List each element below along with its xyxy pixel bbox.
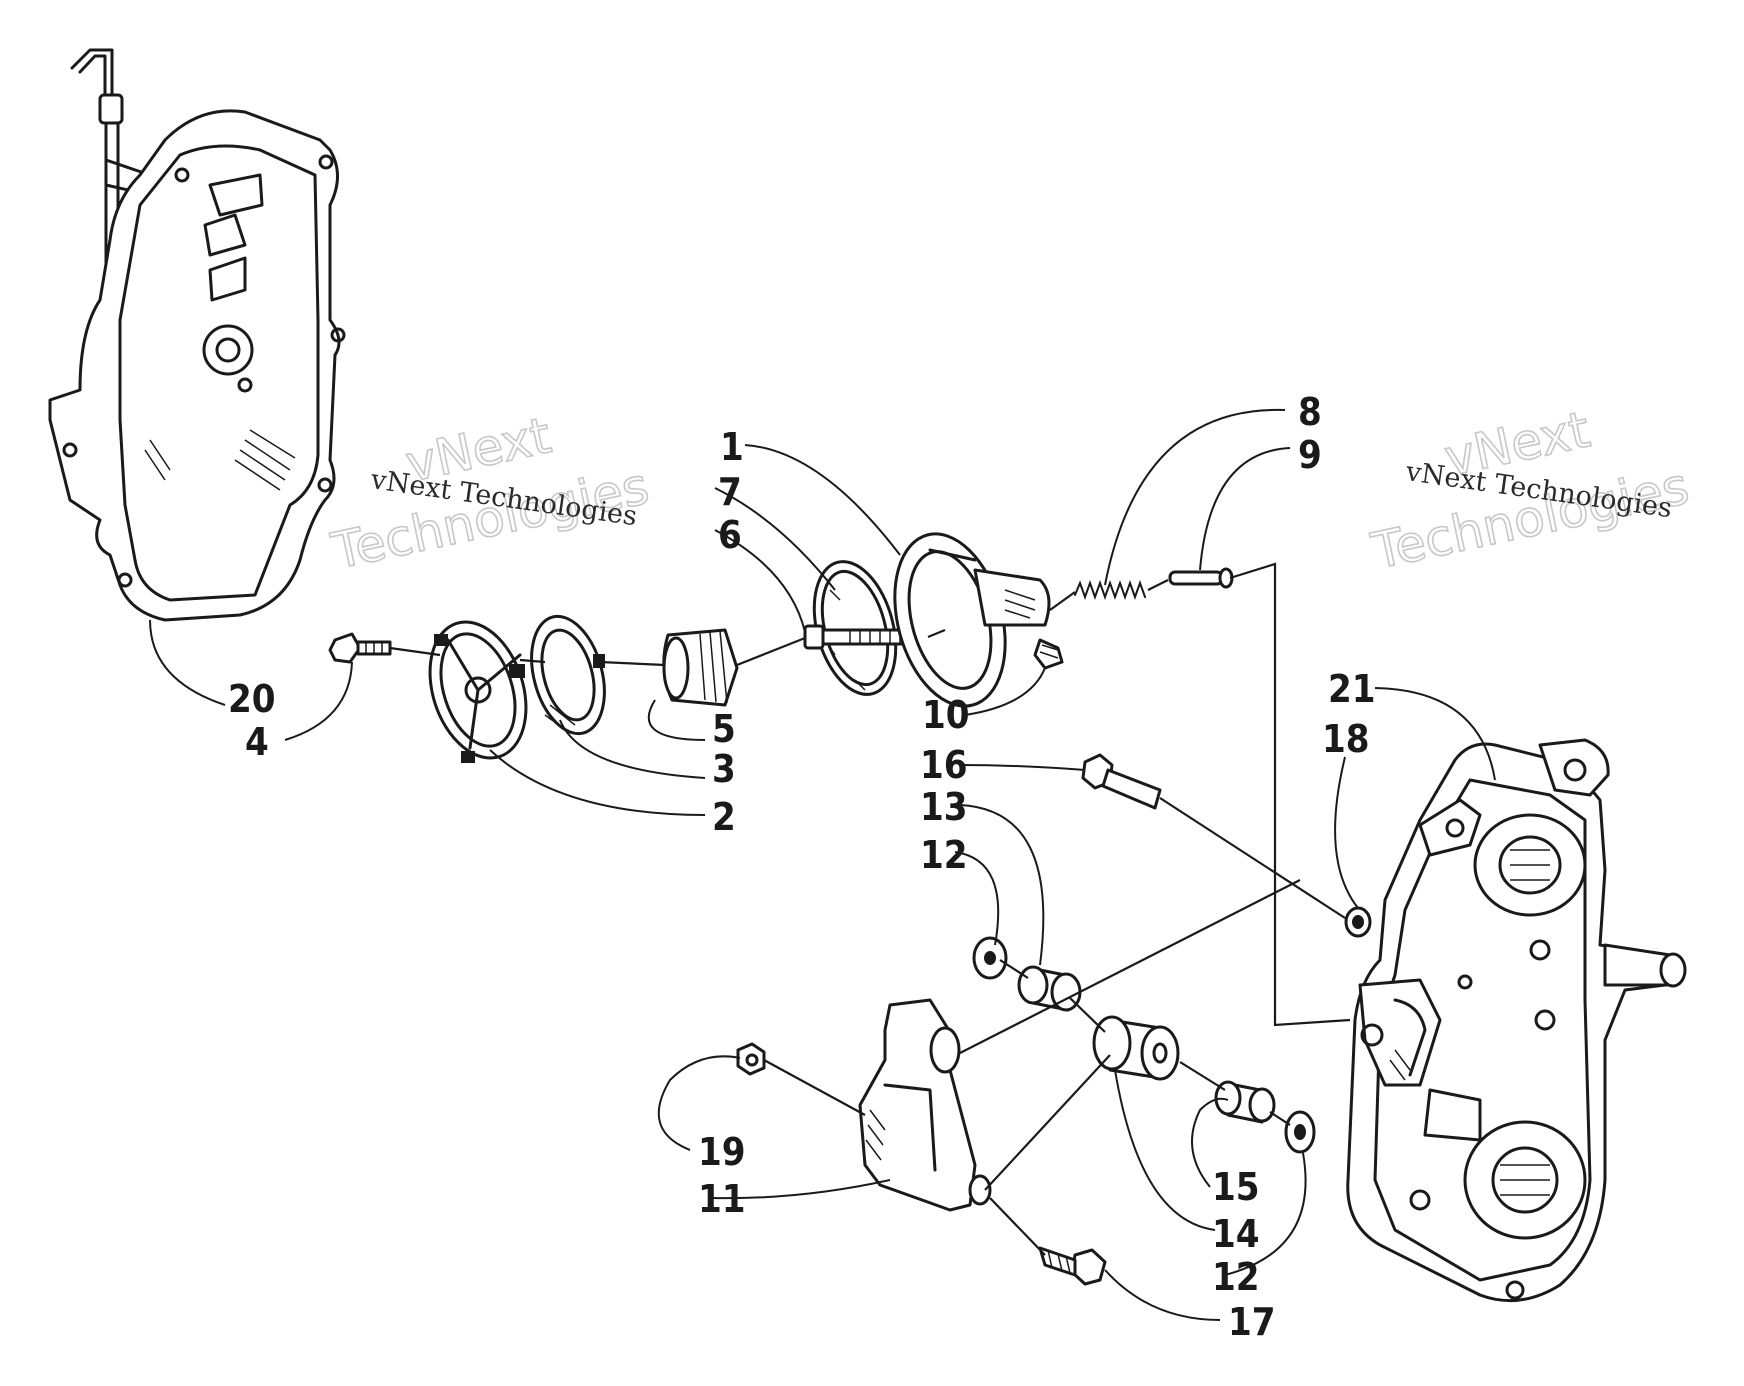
- leader-15: [1191, 1097, 1229, 1188]
- leader-18: [1334, 756, 1359, 909]
- part-9-pin: [1168, 567, 1234, 589]
- callout-6: 6: [718, 513, 742, 557]
- callout-12-lower: 12: [1212, 1255, 1260, 1299]
- callout-18: 18: [1322, 717, 1370, 761]
- leader-12b: [1224, 1152, 1307, 1276]
- part-10-screw: [1033, 638, 1064, 670]
- callout-11: 11: [698, 1177, 746, 1221]
- callout-14: 14: [1212, 1212, 1260, 1256]
- callout-10: 10: [922, 693, 970, 737]
- callout-21: 21: [1328, 667, 1376, 711]
- callout-13: 13: [920, 785, 968, 829]
- part-20-chaincase-cover: [48, 48, 346, 622]
- part-2-flange: [428, 620, 528, 763]
- leader-13: [959, 804, 1045, 966]
- leader-8: [1104, 408, 1286, 586]
- leader-9: [1199, 447, 1291, 571]
- callout-7: 7: [718, 470, 742, 514]
- breather-pipe-top: [78, 54, 107, 97]
- callout-16: 16: [920, 743, 968, 787]
- leader-3: [559, 719, 706, 779]
- callout-20: 20: [228, 677, 276, 721]
- leader-lines: [149, 408, 1496, 1321]
- callout-8: 8: [1298, 390, 1322, 434]
- part-1-housing: [893, 532, 1051, 708]
- callout-9: 9: [1298, 433, 1322, 477]
- part-4-bolt: [328, 632, 392, 664]
- assembly-axis-lines: [389, 562, 1351, 1256]
- cover-inner-rim: [118, 144, 320, 602]
- part-19-nut: [736, 1042, 766, 1076]
- leader-19: [657, 1055, 741, 1151]
- watermark-left: vNext Technologies vNext Technologies: [326, 405, 655, 581]
- callout-15: 15: [1212, 1165, 1260, 1209]
- callout-3: 3: [712, 747, 736, 791]
- callout-labels: 1 7 6 8 9 10 5 3 2 4 20 16 13 12 21 18 1…: [228, 390, 1376, 1344]
- leader-16: [959, 764, 1086, 771]
- callout-2: 2: [712, 795, 736, 839]
- part-15-bushing: [1214, 1080, 1276, 1124]
- part-21-chaincase: [1346, 738, 1687, 1303]
- leader-17: [1104, 1269, 1221, 1321]
- part-8-spring: [1074, 580, 1146, 600]
- part-17-bolt: [1038, 1246, 1107, 1286]
- leader-2: [489, 749, 706, 816]
- leader-10: [964, 667, 1046, 716]
- leader-1: [744, 444, 901, 556]
- pipe-fitting: [98, 93, 124, 125]
- callout-12-upper: 12: [920, 833, 968, 877]
- callout-1: 1: [720, 425, 744, 469]
- leader-14: [1114, 1069, 1216, 1231]
- part-16-bolt: [1081, 753, 1162, 810]
- cover-body: [48, 109, 341, 622]
- callout-19: 19: [698, 1130, 746, 1174]
- leader-4: [284, 661, 353, 741]
- part-14-roller: [1092, 1015, 1180, 1081]
- leader-21: [1374, 687, 1496, 781]
- part-12-washer-upper: [972, 936, 1008, 980]
- part-18-washer: [1344, 906, 1372, 938]
- part-5-bushing: [662, 628, 739, 707]
- callout-17: 17: [1228, 1300, 1276, 1344]
- callout-4: 4: [245, 720, 269, 764]
- leader-20: [149, 619, 226, 706]
- cover-bearing-boss: [202, 324, 254, 376]
- part-11-tensioner-arm: [858, 998, 992, 1212]
- part-3-ring: [530, 614, 606, 736]
- watermark-right: vNext Technologies vNext Technologies: [1366, 400, 1695, 582]
- leader-5: [647, 699, 706, 741]
- leader-12a: [954, 851, 1000, 946]
- leader-7: [714, 487, 836, 591]
- part-12-washer-lower: [1284, 1110, 1316, 1154]
- leader-11: [709, 1179, 891, 1200]
- part-13-spacer: [1017, 965, 1082, 1012]
- leader-6: [714, 529, 806, 633]
- callout-5: 5: [712, 707, 736, 751]
